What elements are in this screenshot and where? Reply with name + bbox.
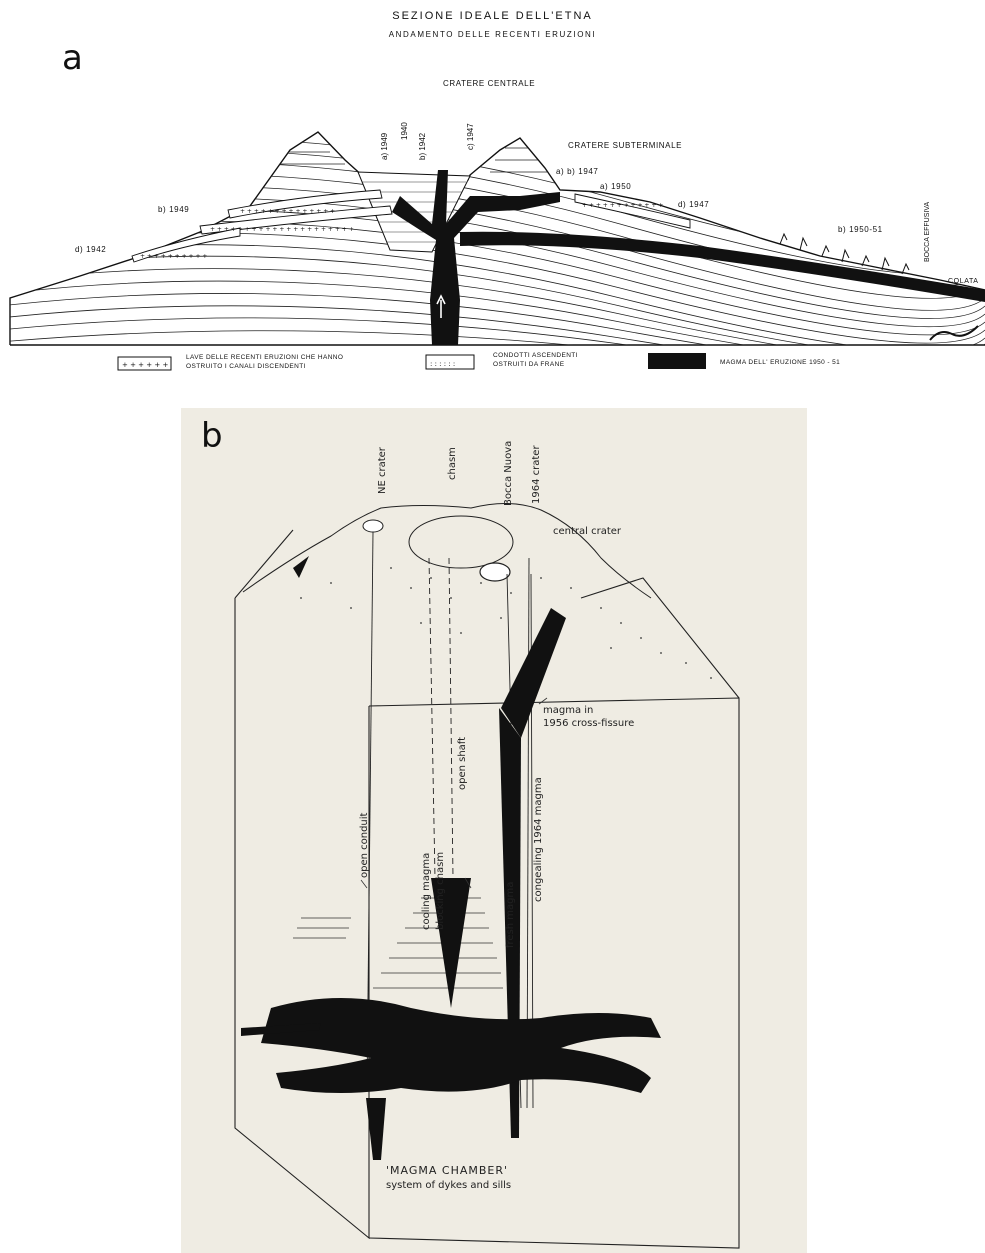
label-1940: 1940 — [400, 122, 409, 140]
summit-stipple — [300, 567, 712, 679]
block-diagram-drawing — [181, 408, 807, 1253]
svg-text:+ + + + + + + + + +: + + + + + + + + + + — [140, 253, 207, 260]
label-b-1942: b) 1942 — [418, 133, 427, 160]
ne-flank-fissure — [293, 556, 309, 578]
label-1964-crater: 1964 crater — [531, 445, 542, 504]
central-crater-rim — [409, 516, 513, 568]
label-fresh-magma: fresh magma — [505, 882, 516, 948]
label-blocking-chasm: blocking chasm — [435, 852, 446, 930]
label-a-1949: a) 1949 — [380, 133, 389, 160]
label-b-1950-51: b) 1950-51 — [838, 225, 883, 234]
svg-text:+ + + + + + + + + + + + + + +: + + + + + + + + + + + + + + + + + + + + … — [210, 226, 354, 233]
legend-conduit-text: CONDOTTI ASCENDENTI OSTRUITI DA FRANE — [493, 351, 578, 369]
label-dykes-and-sills: system of dykes and sills — [386, 1180, 511, 1191]
label-central-crater: central crater — [553, 526, 621, 537]
panel-a-section-diagram: a SEZIONE IDEALE DELL'ETNA ANDAMENTO DEL… — [0, 0, 985, 385]
label-d-1942: d) 1942 — [75, 245, 106, 254]
magma-dyke-1950-51 — [460, 232, 985, 302]
label-magma-chamber: 'MAGMA CHAMBER' — [386, 1164, 508, 1177]
summit-profile — [243, 503, 651, 598]
legend-lava-line2: OSTRUITO I CANALI DISCENDENTI — [186, 362, 343, 371]
block-outline — [235, 530, 739, 1248]
label-congealing-1964-magma: congealing 1964 magma — [533, 777, 544, 902]
label-cooling-magma: cooling magma — [421, 853, 432, 930]
panel-b-block-diagram: b — [181, 408, 807, 1253]
label-bocca-nuova: Bocca Nuova — [503, 441, 514, 506]
legend-lava-line1: LAVE DELLE RECENTI ERUZIONI CHE HANNO — [186, 353, 343, 362]
legend-magma-text: MAGMA DELL' ERUZIONE 1950 - 51 — [720, 358, 840, 367]
label-cratere-centrale: CRATERE CENTRALE — [443, 79, 535, 88]
legend-conduit-line2: OSTRUITI DA FRANE — [493, 360, 578, 369]
label-cratere-subterminale: CRATERE SUBTERMINALE — [568, 141, 682, 150]
label-d-1947: d) 1947 — [678, 200, 709, 209]
ne-crater-mouth — [363, 520, 383, 532]
label-ne-crater: NE crater — [377, 447, 388, 494]
label-open-conduit: open conduit — [359, 813, 370, 878]
label-ab-1947: a) b) 1947 — [556, 167, 598, 176]
legend-swatch-conduit-pattern: : : : : : : — [430, 360, 455, 368]
svg-text:+ + + + + + + + + + + + + +: + + + + + + + + + + + + + + — [240, 208, 335, 215]
label-colata: COLATA — [948, 278, 979, 285]
svg-text:+ + + + + + + + + + + +: + + + + + + + + + + + + — [582, 202, 663, 209]
legend-lava-text: LAVE DELLE RECENTI ERUZIONI CHE HANNO OS… — [186, 353, 343, 371]
label-chasm: chasm — [447, 447, 458, 480]
magma-chamber-network — [241, 878, 661, 1160]
label-open-shaft: open shaft — [457, 737, 468, 790]
label-magma-in: magma in — [543, 705, 593, 716]
legend-swatch-magma — [648, 353, 706, 369]
label-cross-fissure-1956: 1956 cross-fissure — [543, 718, 634, 729]
bocca-nuova-mouth — [480, 563, 510, 581]
label-a-1950: a) 1950 — [600, 182, 631, 191]
cooling-magma-hatch — [293, 898, 503, 988]
label-b-1949: b) 1949 — [158, 205, 189, 214]
legend-conduit-line1: CONDOTTI ASCENDENTI — [493, 351, 578, 360]
label-c-1947: c) 1947 — [466, 123, 475, 150]
label-bocca-effusiva: BOCCA EFFUSIVA — [924, 202, 931, 262]
legend-swatch-lava-pattern: + + + + + + — [122, 361, 168, 369]
volcano-cross-section: + + + + + + + + + + + + + + + + + + + + … — [0, 0, 985, 385]
